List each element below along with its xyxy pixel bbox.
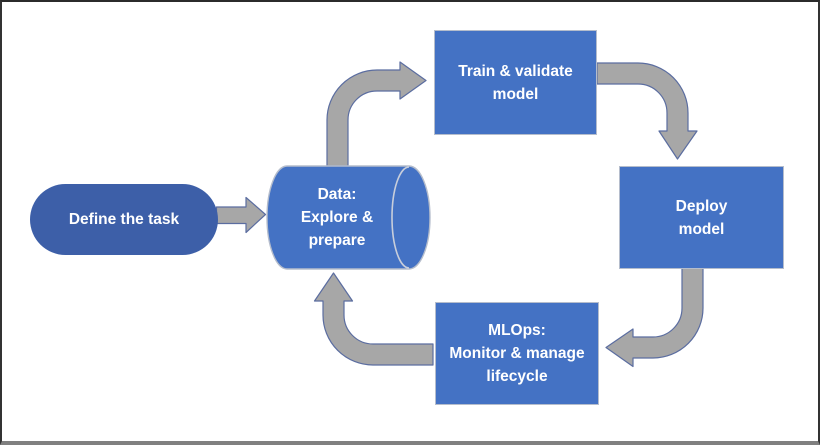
node-label-line: Deploy [675, 197, 728, 215]
node-label-line: Monitor & manage [449, 345, 585, 362]
node-mlops-monitor-manage: MLOps: Monitor & manage lifecycle [435, 302, 599, 405]
node-label-line: Explore & [300, 209, 374, 226]
node-data-explore-prepare: Data: Explore & prepare [272, 166, 402, 269]
node-label-line: MLOps: [488, 322, 546, 339]
arrow-data-to-train [326, 61, 427, 167]
node-label-line: model [678, 220, 725, 238]
node-define-task: Define the task [30, 184, 218, 255]
cylinder-rim-line [391, 166, 410, 269]
arrow-train-to-deploy [596, 62, 698, 160]
node-label-line: Data: [317, 186, 357, 203]
node-label-line: Train & validate [458, 62, 573, 80]
data-cylinder-shape [266, 165, 431, 270]
node-label-line: lifecycle [486, 368, 548, 385]
node-deploy-model: Deploy model [619, 166, 784, 269]
node-train-validate-model: Train & validate model [434, 30, 597, 135]
node-label: Define the task [68, 211, 180, 228]
arrow-mlops-to-data [313, 272, 434, 366]
node-label-line: model [492, 85, 539, 103]
node-label-line: prepare [308, 232, 366, 249]
arrow-deploy-to-mlops [605, 266, 704, 368]
